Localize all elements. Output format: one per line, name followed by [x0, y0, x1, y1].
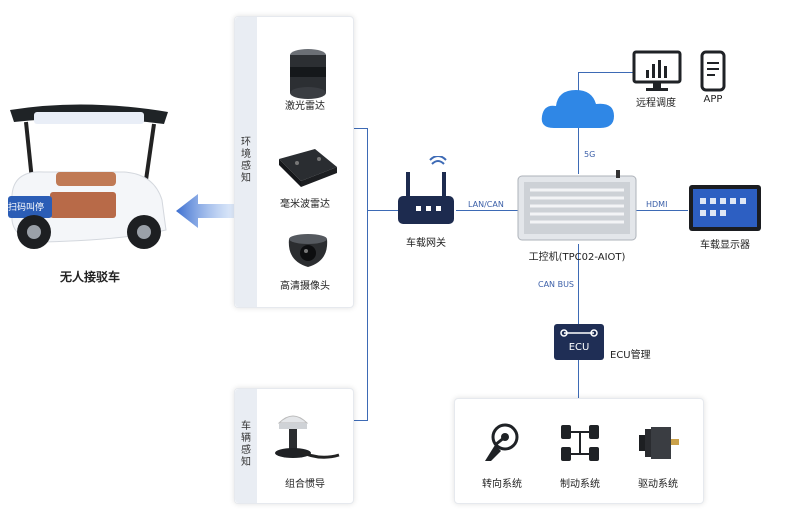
- steering-icon: [481, 421, 523, 463]
- vehicle-display-icon: [688, 184, 762, 232]
- left-arrow-icon: [176, 192, 236, 230]
- hdmi-label: HDMI: [646, 200, 668, 209]
- hd-camera-icon: [285, 231, 331, 271]
- gnss-ins-icon: [269, 409, 345, 465]
- motor-icon: [637, 423, 681, 463]
- controller-to-ecu-line: [578, 244, 579, 324]
- remote-monitor-icon: [632, 50, 682, 92]
- motor-label: 驱动系统: [638, 479, 678, 490]
- cloud-icon: [538, 84, 618, 130]
- bracket-top: [352, 128, 368, 129]
- environment-perception-panel: 环境感知 激光雷达 毫米波雷达 高清摄像头: [234, 16, 354, 308]
- ecu-to-systems-line: [578, 360, 579, 400]
- lan-can-label: LAN/CAN: [468, 200, 504, 209]
- mmwave-radar-label: 毫米波雷达: [280, 199, 330, 210]
- vehicle-screen-text: 扫码叫停: [8, 203, 45, 213]
- display-label: 车载显示器: [700, 240, 750, 251]
- remote-dispatch-label: 远程调度: [636, 98, 676, 109]
- brake-icon: [559, 423, 601, 463]
- panel-stripe: [235, 389, 257, 503]
- controller-label: 工控机(TPC02-AIOT): [528, 252, 626, 263]
- brake-label: 制动系统: [560, 479, 600, 490]
- ecu-box-text: ECU: [568, 342, 590, 353]
- controller-to-cloud-line: [578, 128, 579, 174]
- cloud-to-remote-horizontal: [578, 72, 634, 73]
- bracket-to-gateway: [367, 210, 399, 211]
- 5g-label: 5G: [584, 150, 596, 159]
- bracket-bottom: [352, 420, 368, 421]
- hd-camera-label: 高清摄像头: [280, 281, 330, 292]
- phone-app-icon: [700, 50, 726, 92]
- controller-to-display-line: [636, 210, 688, 211]
- mmwave-radar-icon: [275, 145, 339, 189]
- environment-perception-title: 环境感知: [241, 137, 251, 184]
- gateway-label: 车载网关: [406, 238, 446, 249]
- cloud-to-remote-vertical: [578, 72, 579, 92]
- gateway-to-controller-line: [456, 210, 518, 211]
- shuttle-vehicle-image: [4, 100, 176, 260]
- industrial-pc-icon: [516, 170, 638, 246]
- can-bus-label: CAN BUS: [538, 280, 575, 289]
- ecu-label: ECU管理: [610, 350, 651, 361]
- vehicle-perception-panel: 车辆感知 组合惯导: [234, 388, 354, 504]
- ecu-box: ECU: [554, 324, 604, 360]
- lidar-label: 激光雷达: [285, 101, 325, 112]
- vehicle-label: 无人接驳车: [59, 270, 120, 284]
- actuator-systems-panel: 转向系统 制动系统 驱动系统: [454, 398, 704, 504]
- gnss-ins-label: 组合惯导: [285, 479, 325, 490]
- gateway-icon: [396, 156, 456, 228]
- bracket-vertical: [367, 128, 368, 420]
- steering-label: 转向系统: [482, 479, 522, 490]
- vehicle-perception-title: 车辆感知: [241, 421, 251, 468]
- panel-stripe: [235, 17, 257, 307]
- lidar-icon: [285, 47, 331, 99]
- app-label: APP: [703, 94, 723, 105]
